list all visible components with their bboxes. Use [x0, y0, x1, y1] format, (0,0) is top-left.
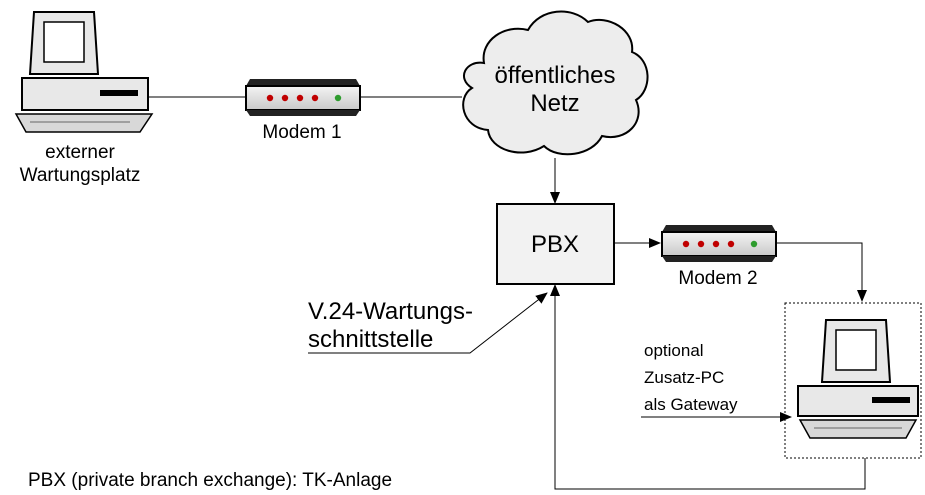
v24-label-line2: schnittstelle — [308, 326, 433, 353]
modem-2: Modem 2 — [661, 225, 777, 289]
modem1-label: Modem 1 — [262, 122, 341, 143]
gateway-label-line3: als Gateway — [644, 395, 738, 414]
computer-icon — [797, 319, 919, 439]
modem-icon — [661, 225, 777, 262]
v24-label-line1: V.24-Wartungs- — [308, 298, 473, 325]
pbx-box — [496, 203, 615, 285]
gateway-dotted-frame — [784, 302, 922, 459]
arrow-gateway-pbx — [550, 284, 866, 490]
gateway-label-line2: Zusatz-PC — [644, 368, 724, 387]
modem-icon — [245, 79, 361, 116]
modem2-label: Modem 2 — [678, 268, 757, 289]
v24-callout-line — [308, 292, 548, 354]
pbx-label: PBX — [531, 231, 579, 258]
gateway-pc: optional Zusatz-PC als Gateway — [644, 302, 922, 459]
modem-1: Modem 1 — [245, 79, 361, 143]
network-label-line1: öffentliches — [495, 62, 616, 89]
pbx: PBX — [496, 203, 615, 285]
arrow-modem2-gateway — [776, 242, 867, 302]
external-workstation: externer Wartungsplatz — [14, 11, 154, 186]
gateway-label-line1: optional — [644, 341, 704, 360]
cloud-icon — [462, 10, 649, 156]
public-network: öffentliches Netz — [462, 10, 649, 156]
network-label-line2: Netz — [530, 90, 579, 117]
computer-icon — [14, 11, 154, 133]
footnote: PBX (private branch exchange): TK-Anlage — [28, 470, 392, 491]
external-pc-label-line2: Wartungsplatz — [20, 165, 141, 186]
external-pc-label-line1: externer — [45, 142, 115, 163]
